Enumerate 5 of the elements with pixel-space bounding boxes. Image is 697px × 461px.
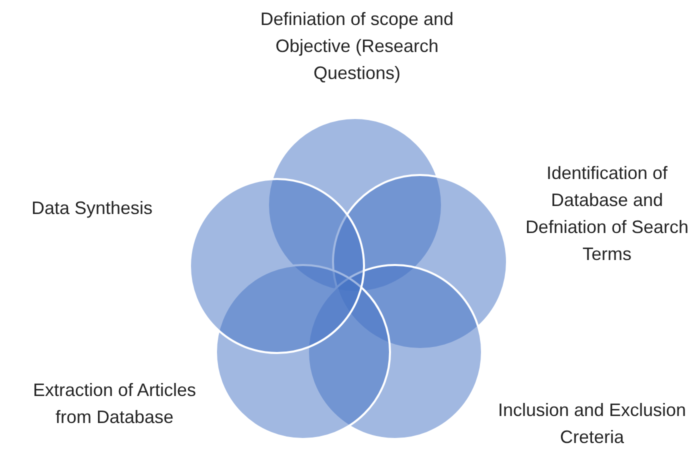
circle-label: Definiation of scope and Objective (Research Questions) [259, 8, 455, 85]
circle-label: Identification of Database and Defniation of Search Terms [524, 162, 690, 266]
circle-label: Extraction of Articles from Database [32, 379, 197, 429]
circle-label: Data Synthesis [30, 197, 154, 220]
circle-label: Inclusion and Exclusion Creteria [497, 399, 687, 449]
